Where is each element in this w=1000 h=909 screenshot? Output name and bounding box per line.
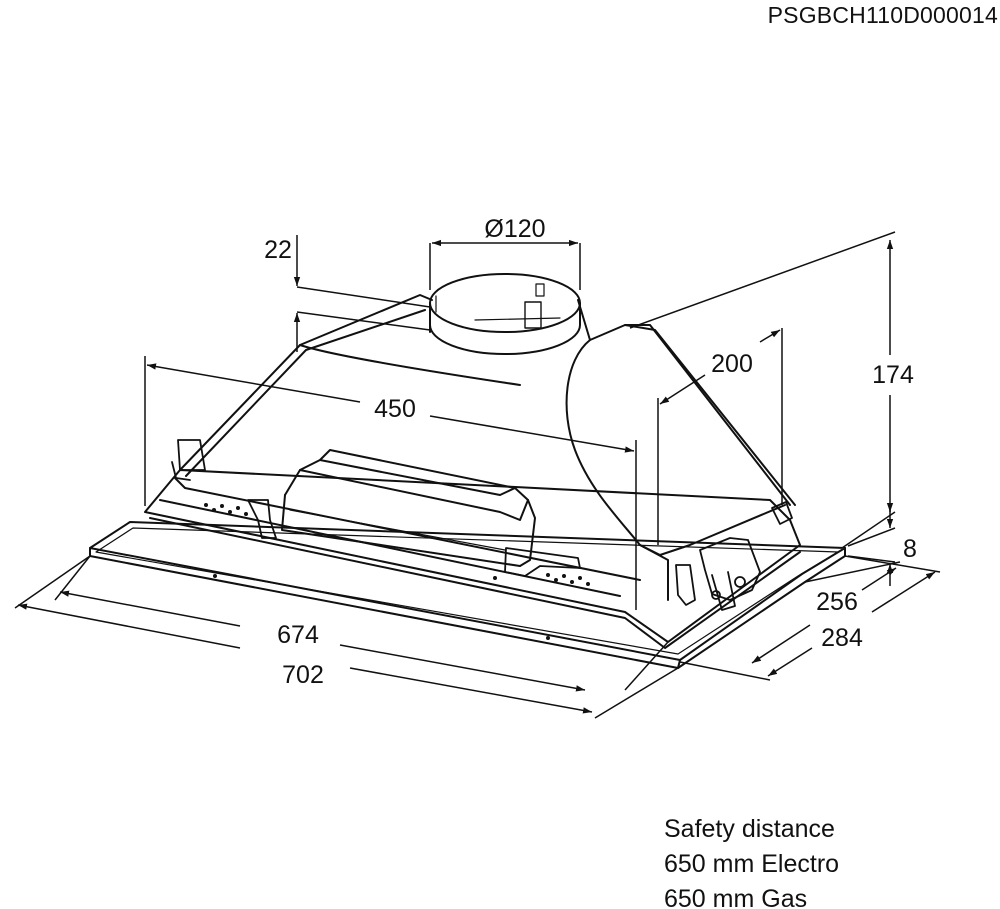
total-depth-line-a [767,647,813,677]
height-ext-top [629,231,896,329]
label-body-depth: 256 [816,588,858,616]
dimension-labels: Ø120 22 450 200 174 8 256 284 674 702 [264,215,917,689]
body-depth-ext [804,561,901,583]
body-width-line-a [59,590,241,627]
safety-title: Safety distance [664,815,835,843]
hood-body [89,273,846,669]
total-width-line-b [349,667,593,714]
label-total-depth: 284 [821,624,863,652]
upper-housing [179,294,796,601]
label-total-height: 174 [872,361,914,389]
total-depth-line-b [871,571,936,613]
total-depth-ext-b [844,555,941,573]
label-outlet-height: 22 [264,236,292,264]
hood-depth-line-b [759,329,781,343]
flange-ext-top [847,527,896,547]
body-width-ext-right [624,641,669,691]
safety-electro: 650 mm Electro [664,850,840,878]
body-depth-line-b [861,567,897,591]
label-inner-width: 450 [374,395,416,423]
document-code: PSGBCH110D000014 [767,2,998,28]
outlet-height-ext-top [296,286,431,308]
total-depth-ext-a [679,661,771,681]
front-cover [281,449,536,567]
safety-gas: 650 mm Gas [664,885,808,909]
body-width-line-b [339,644,586,692]
screw-holes [204,503,590,640]
total-width-line-a [17,603,241,649]
bottom-flange [89,521,846,669]
label-hood-depth: 200 [711,350,753,378]
hood-depth-line-a [659,374,706,405]
dimension-lines [14,231,941,719]
inner-width-line-b [429,415,635,453]
outlet-height-ext-bottom [296,311,431,331]
label-flange-thickness: 8 [903,535,917,563]
safety-distance-note: Safety distance 650 mm Electro 650 mm Ga… [664,812,839,909]
flange-ext-bottom [847,555,896,563]
total-width-ext-left [14,555,91,609]
outlet-collar [429,273,581,355]
total-width-ext-right [594,667,679,719]
mounting-clips [171,439,793,611]
inner-width-line-a [146,363,361,403]
body-width-ext-left [54,555,91,601]
label-outlet-diameter: Ø120 [484,215,545,243]
label-body-width: 674 [277,621,319,649]
height-ext-bottom [841,511,896,549]
body-depth-line [751,624,811,664]
lower-frame [144,469,801,649]
label-total-width: 702 [282,661,324,689]
